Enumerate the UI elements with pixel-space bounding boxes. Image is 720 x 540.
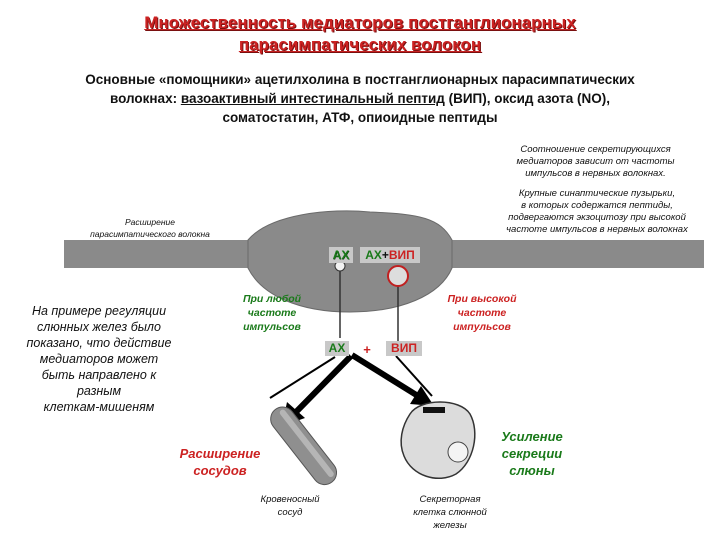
note-ratio-line: Соотношение секретирующихся (520, 144, 671, 155)
note-left-example: На примере регуляции слюнных желез было … (4, 303, 194, 415)
any-frequency-label: При любой частоте импульсов (232, 292, 312, 334)
intro-line-2: волокнах: вазоактивный интестинальный пе… (20, 89, 700, 108)
title-line-1: Множественность медиаторов постганглиона… (144, 13, 576, 32)
intro-vip-underlined: вазоактивный интестинальный пептид (180, 91, 445, 106)
secretion-line: секреции (501, 446, 563, 461)
large-vesicle-icon (387, 265, 409, 287)
note-vesicles-line: в которых содержатся пептиды, (521, 200, 673, 211)
cell-nucleus-icon (447, 441, 469, 463)
high-frequency-line: При высокой (447, 293, 517, 305)
note-vesicles-line: частоте импульсов в нервных волокнах (506, 224, 688, 235)
vasodilation-line: Расширение (179, 446, 261, 461)
note-left-line: разным (76, 384, 122, 398)
ach-top-box (329, 247, 353, 263)
thin-line-right (395, 355, 433, 397)
secretory-cell-caption-line: железы (433, 520, 467, 531)
arrow-to-vessel (293, 353, 354, 415)
ach-vip-top-label: АХ+ВИП (360, 247, 420, 263)
high-frequency-label: При высокой частоте импульсов (440, 292, 524, 334)
any-frequency-line: импульсов (243, 321, 301, 333)
vasodilation-label: Расширение сосудов (170, 445, 270, 479)
any-frequency-line: частоте (247, 307, 297, 319)
secretory-cell-caption: Секреторная клетка слюнной железы (395, 493, 505, 532)
note-vesicles-line: подвергаются экзоцитозу при высокой (508, 212, 686, 223)
arrow-to-cell-from-ach (350, 352, 420, 399)
intro-line-1: Основные «помощники» ацетилхолина в пост… (85, 72, 635, 87)
note-left-line: показано, что действие (26, 336, 172, 350)
ach-top-label: АХ (332, 248, 350, 262)
intro-line-2-pre: волокнах: (109, 91, 181, 106)
secretory-cell-caption-line: клетка слюнной (413, 507, 487, 518)
thin-line-left (269, 356, 336, 399)
secretory-cell (400, 401, 476, 479)
ach-vip-top-vip: ВИП (388, 248, 415, 262)
high-frequency-line: импульсов (453, 321, 511, 333)
secretion-line: слюны (509, 463, 555, 478)
vip-mid-label: ВИП (386, 341, 422, 356)
vessel-caption-line: Кровеносный (260, 494, 320, 505)
note-left-line: слюнных желез было (37, 320, 161, 334)
any-frequency-line: При любой (242, 293, 302, 305)
high-frequency-line: частоте (457, 307, 507, 319)
note-vesicles-line: Крупные синаптические пузырьки, (518, 188, 676, 199)
vessel-caption-line: сосуд (277, 507, 303, 518)
vasodilation-line: сосудов (193, 463, 247, 478)
note-left-line: На примере регуляции (31, 304, 167, 318)
secretory-cell-caption-line: Секреторная (419, 494, 481, 505)
ach-mid-label: АХ (325, 341, 349, 356)
blood-vessel (270, 406, 338, 486)
cell-receptor-icon (423, 407, 445, 413)
note-expansion-line: парасимпатического волокна (90, 229, 210, 239)
note-ratio-line: импульсов в нервных волокнах. (525, 168, 666, 179)
note-vesicles: Крупные синаптические пузырьки, в которы… (478, 188, 716, 236)
note-ratio-line: медиаторов зависит от частоты (516, 156, 675, 167)
note-expansion: Расширение парасимпатического волокна (70, 216, 230, 240)
note-ratio: Соотношение секретирующихся медиаторов з… (478, 144, 713, 180)
intro-line-2-post: (ВИП), оксид азота (NO), (444, 91, 611, 106)
note-left-line: медиаторов может (39, 352, 159, 366)
arrow-head-cell-icon (410, 386, 434, 406)
secretion-label: Усиление секреции слюны (492, 428, 572, 479)
note-expansion-line: Расширение (124, 217, 176, 227)
ach-vip-top-plus: + (381, 248, 389, 262)
intro-paragraph: Основные «помощники» ацетилхолина в пост… (20, 70, 700, 127)
ach-vip-top-ach: АХ (365, 248, 382, 262)
plus-mid-label: + (363, 342, 371, 357)
ach-vip-top-box (360, 247, 420, 263)
note-left-line: быть направлено к (41, 368, 157, 382)
title-line-2: парасимпатических волокон (238, 35, 482, 54)
page-title: Множественность медиаторов постганглиона… (0, 12, 720, 56)
note-left-line: клеткам-мишеням (43, 400, 155, 414)
vessel-caption: Кровеносный сосуд (240, 493, 340, 519)
intro-line-3: соматостатин, АТФ, опиоидные пептиды (222, 110, 498, 125)
secretion-line: Усиление (501, 429, 563, 444)
